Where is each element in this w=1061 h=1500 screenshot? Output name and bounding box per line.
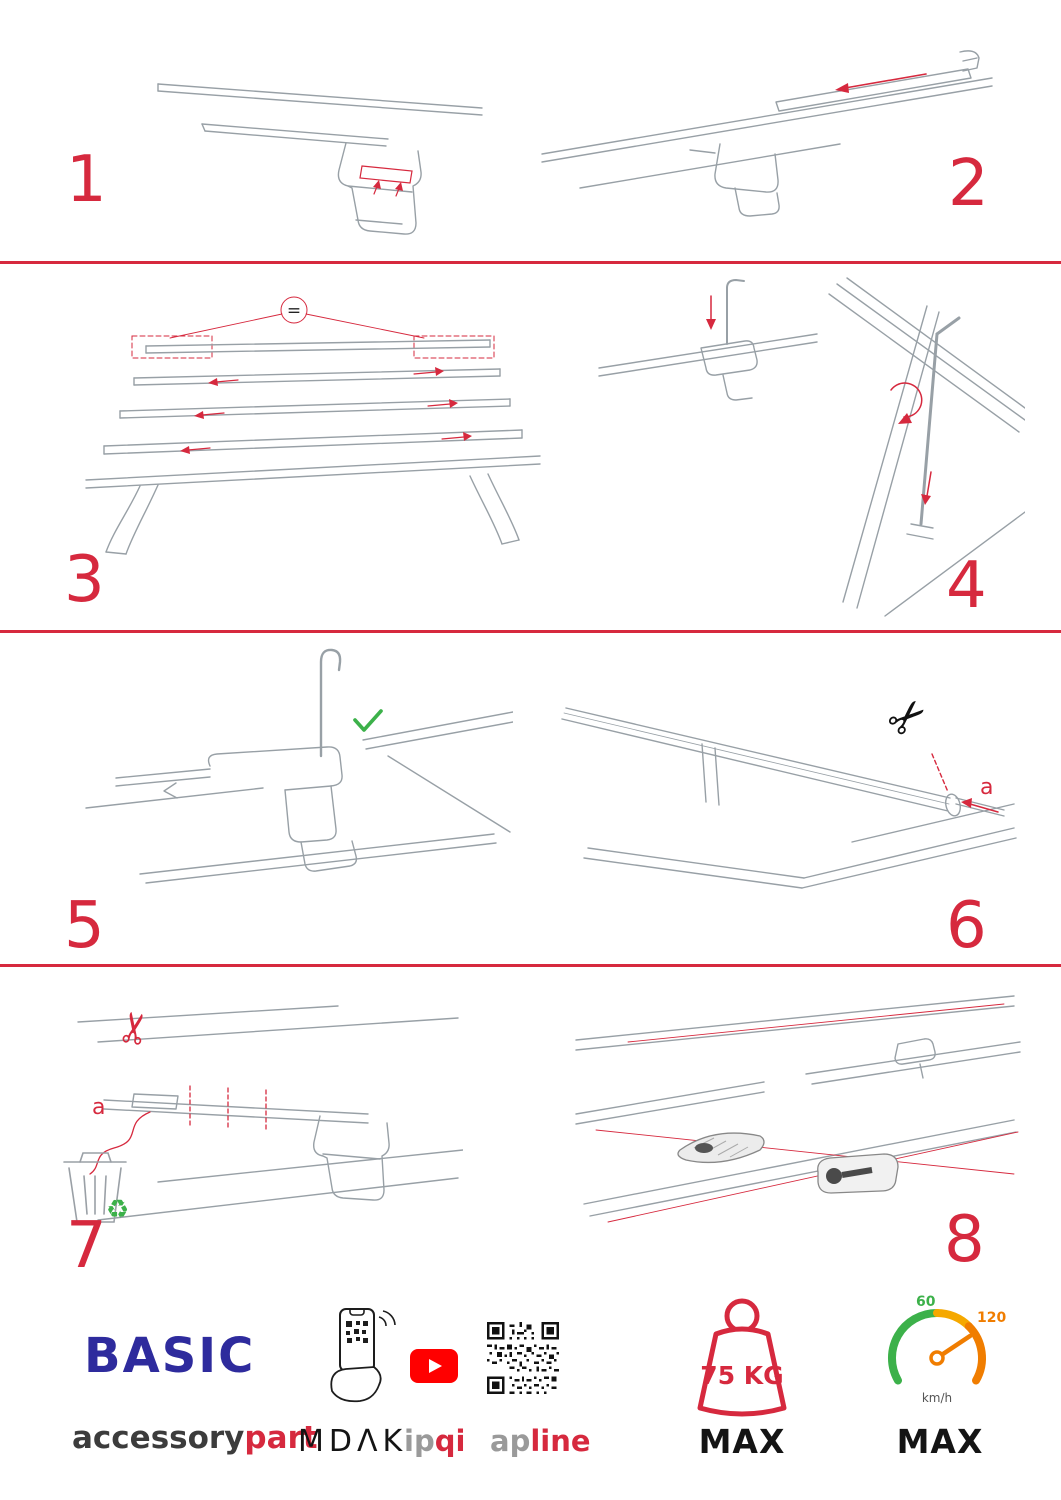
step-8-illustration <box>568 978 1023 1246</box>
checkmark-icon <box>353 709 383 732</box>
step-6-number: 6 <box>946 889 987 963</box>
max-speed-label: MAX <box>896 1422 984 1461</box>
brand-ap-text: ap <box>490 1424 531 1458</box>
scissors-icon: ✂ <box>108 1007 162 1050</box>
max-weight-value: 75 KG <box>700 1361 783 1390</box>
cut-marks <box>89 1085 267 1175</box>
max-weight-icon: 75 KG <box>668 1292 816 1420</box>
step-2-illustration <box>530 22 1005 227</box>
step-7-number: 7 <box>66 1209 107 1283</box>
part-label-a: a <box>980 775 993 800</box>
speed-60-label: 60 <box>916 1294 936 1310</box>
brand-accessorypart-logo: accessorypart <box>72 1420 318 1456</box>
t-bolt-part <box>817 1153 899 1194</box>
step-3-number: 3 <box>64 543 105 617</box>
strip-insert-arrow <box>961 798 999 813</box>
phone-scan-icon <box>316 1305 400 1405</box>
step-1-number: 1 <box>66 143 107 217</box>
hand-icon <box>330 1366 382 1403</box>
brand-line-text: line <box>530 1424 591 1458</box>
brand-part-text: part <box>244 1420 318 1456</box>
step-5-number: 5 <box>64 889 105 963</box>
speed-unit-label: km/h <box>922 1391 952 1405</box>
step-4-illustration <box>585 272 1025 617</box>
slide-direction-arrow <box>835 73 927 93</box>
step-3-illustration: = <box>42 280 547 575</box>
brand-mdak-logo: MDΛK <box>298 1424 408 1459</box>
step-5-illustration <box>58 636 513 908</box>
step-4-number: 4 <box>946 549 987 623</box>
insert-pad-highlight <box>359 165 413 197</box>
step-2-number: 2 <box>948 147 989 221</box>
brand-accessory-text: accessory <box>72 1420 245 1456</box>
brand-basic-logo: BASIC <box>84 1328 256 1384</box>
strap-lever-part <box>677 1132 765 1164</box>
brand-apline-logo: apline <box>490 1424 591 1458</box>
part-label-a: a <box>92 1095 105 1120</box>
max-weight-label: MAX <box>698 1422 786 1461</box>
brand-qi-text: qi <box>434 1424 466 1458</box>
tighten-arrows <box>706 295 932 505</box>
youtube-icon <box>410 1349 458 1383</box>
speedometer-icon: 60 120 km/h <box>874 1292 1006 1418</box>
step-1-illustration <box>150 50 490 255</box>
scissors-icon: ✂ <box>875 684 940 750</box>
brand-ip-text: ip <box>404 1424 435 1458</box>
step-6-illustration: ✂ a <box>552 672 1017 912</box>
brand-ipqi-logo: ipqi <box>404 1424 465 1458</box>
trash-icon <box>63 1152 127 1223</box>
equal-spacing-badge: = <box>131 296 495 359</box>
section-divider-3 <box>0 964 1061 967</box>
spacing-arrows <box>180 367 472 454</box>
step-7-illustration: ✂ a ♻ <box>38 982 463 1242</box>
speed-120-label: 120 <box>977 1310 1006 1326</box>
phone-qr-screen <box>346 1321 368 1343</box>
recycle-icon: ♻ <box>106 1195 129 1225</box>
svg-text:=: = <box>287 301 301 321</box>
step-8-number: 8 <box>944 1203 985 1277</box>
section-divider-1 <box>0 261 1061 264</box>
section-divider-2 <box>0 630 1061 633</box>
allen-key-icon <box>906 316 961 540</box>
qr-code-icon <box>487 1322 559 1394</box>
